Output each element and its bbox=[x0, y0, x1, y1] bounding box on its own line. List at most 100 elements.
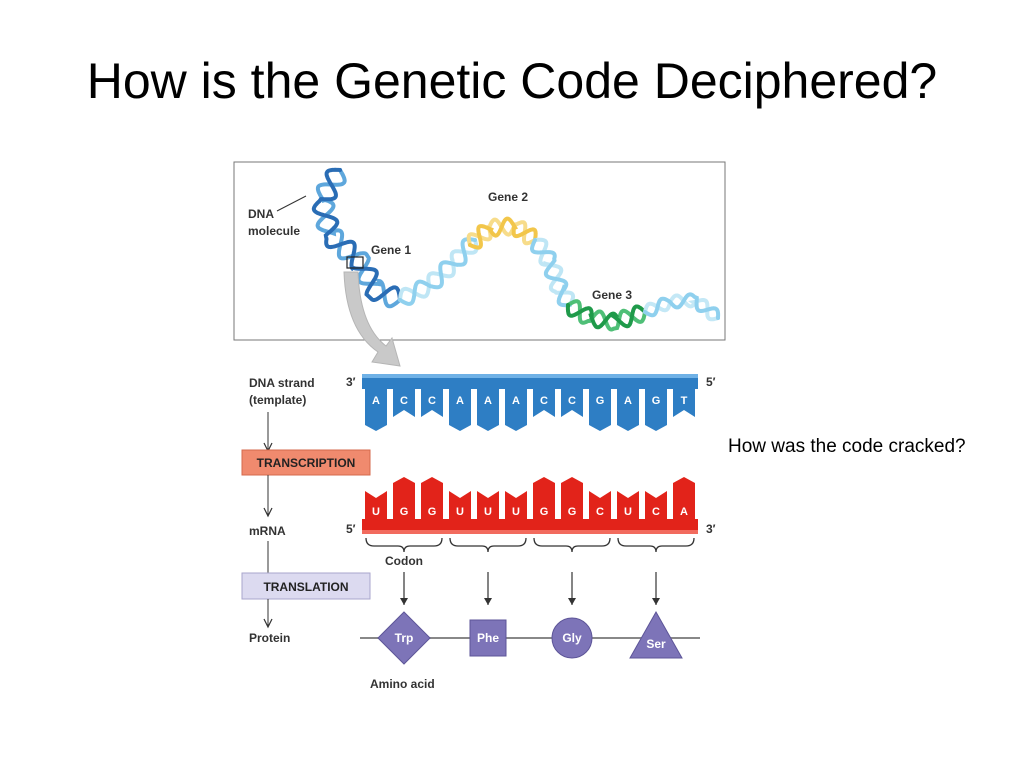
codon-arrow-head-1 bbox=[484, 598, 492, 605]
zoom-arrow bbox=[343, 271, 401, 367]
dna-end-5prime: 5′ bbox=[706, 375, 716, 389]
mrna-base-7 bbox=[561, 477, 583, 519]
codon-braces bbox=[365, 537, 695, 605]
mrna-base-6 bbox=[533, 477, 555, 519]
dna-base-6 bbox=[533, 389, 555, 417]
helix-link-1-strand-a bbox=[398, 237, 477, 306]
mrna-end-3prime: 3′ bbox=[706, 522, 716, 536]
amino-acid-shape-ser bbox=[629, 610, 683, 659]
mrna-base-letter-8: C bbox=[596, 506, 604, 518]
mrna-base-letter-0: U bbox=[372, 506, 380, 518]
dna-base-5 bbox=[505, 389, 527, 431]
codon-arrow-head-0 bbox=[400, 598, 408, 605]
dna-base-letter-4: A bbox=[484, 395, 492, 407]
gene-2-label: Gene 2 bbox=[488, 190, 528, 204]
protein-label: Protein bbox=[249, 631, 290, 645]
mrna-base-letter-3: U bbox=[456, 506, 464, 518]
helix-gene-1-strand-a bbox=[311, 167, 402, 302]
mrna-end-5prime: 5′ bbox=[346, 522, 356, 536]
dna-strand-label-2: (template) bbox=[249, 393, 306, 407]
dna-end-3prime: 3′ bbox=[346, 375, 356, 389]
helix-gene-3-strand-a bbox=[565, 303, 647, 330]
dna-base-letter-5: A bbox=[512, 395, 520, 407]
helix-link-2-strand-b bbox=[533, 237, 576, 307]
mrna-backbone-highlight bbox=[362, 530, 698, 534]
mrna-base-8 bbox=[589, 491, 611, 519]
mrna-base-letter-4: U bbox=[484, 506, 492, 518]
mrna-base-9 bbox=[617, 491, 639, 519]
amino-acid-label-gly: Gly bbox=[562, 631, 582, 645]
translation-box bbox=[241, 572, 371, 600]
mrna-base-11 bbox=[673, 477, 695, 519]
translation-label: TRANSLATION bbox=[263, 580, 348, 594]
mrna-base-letter-7: G bbox=[568, 506, 577, 518]
gene-3-label: Gene 3 bbox=[592, 288, 632, 302]
helix-gene-2-strand-a bbox=[468, 216, 538, 250]
dna-base-letter-7: C bbox=[568, 395, 576, 407]
flow-arrow-2 bbox=[263, 507, 273, 518]
codon-brace-3 bbox=[617, 537, 695, 553]
mrna-base-5 bbox=[505, 491, 527, 519]
transcription-label: TRANSCRIPTION bbox=[257, 456, 356, 470]
mrna-base-letter-2: G bbox=[428, 506, 437, 518]
codon-brace-1 bbox=[449, 537, 527, 553]
dna-base-letter-10: G bbox=[652, 395, 661, 407]
amino-acid-shape-gly bbox=[551, 617, 593, 659]
mrna-base-letter-11: A bbox=[680, 506, 688, 518]
flow-arrow-4 bbox=[263, 618, 273, 629]
mrna-base-letter-1: G bbox=[400, 506, 409, 518]
side-note: How was the code cracked? bbox=[728, 436, 966, 457]
amino-acid-label-phe: Phe bbox=[477, 631, 499, 645]
codon-brace-0 bbox=[365, 537, 443, 553]
dna-molecule-label-2: molecule bbox=[248, 224, 300, 238]
zoom-box bbox=[346, 256, 364, 269]
dna-base-10 bbox=[645, 389, 667, 431]
codon-arrow-head-2 bbox=[568, 598, 576, 605]
amino-acid-label: Amino acid bbox=[370, 677, 435, 691]
amino-acid-label-ser: Ser bbox=[646, 637, 666, 651]
dna-base-4 bbox=[477, 389, 499, 431]
dna-base-letter-2: C bbox=[428, 395, 436, 407]
amino-acid-shape-phe bbox=[469, 619, 507, 657]
dna-base-letter-11: T bbox=[681, 395, 688, 407]
helix-link-2-strand-a bbox=[530, 238, 572, 308]
mrna-base-1 bbox=[393, 477, 415, 519]
gene-1-label: Gene 1 bbox=[371, 243, 411, 257]
dna-backbone-highlight bbox=[362, 374, 698, 378]
mrna-label: mRNA bbox=[249, 524, 286, 538]
mrna-base-3 bbox=[449, 491, 471, 519]
mrna-base-letter-5: U bbox=[512, 506, 520, 518]
slide-title: How is the Genetic Code Deciphered? bbox=[86, 53, 938, 109]
dna-base-2 bbox=[421, 389, 443, 417]
dna-base-letter-1: C bbox=[400, 395, 408, 407]
dna-base-8 bbox=[589, 389, 611, 431]
mrna-base-letter-10: C bbox=[652, 506, 660, 518]
dna-base-letter-3: A bbox=[456, 395, 464, 407]
dna-base-letter-6: C bbox=[540, 395, 548, 407]
mrna-base-2 bbox=[421, 477, 443, 519]
dna-molecule-label-1: DNA bbox=[248, 207, 274, 221]
dna-base-letter-9: A bbox=[624, 395, 632, 407]
dna-base-11 bbox=[673, 389, 695, 417]
mrna-base-letter-9: U bbox=[624, 506, 632, 518]
dna-base-7 bbox=[561, 389, 583, 417]
mrna-base-0 bbox=[365, 491, 387, 519]
codon-brace-2 bbox=[533, 537, 611, 553]
dna-strand-label-1: DNA strand bbox=[249, 376, 315, 390]
dna-base-9 bbox=[617, 389, 639, 431]
helix-tail-strand-a bbox=[643, 292, 721, 320]
dna-base-3 bbox=[449, 389, 471, 431]
amino-acid-shape-trp bbox=[377, 611, 431, 665]
mrna-base-10 bbox=[645, 491, 667, 519]
mrna-base-letter-6: G bbox=[540, 506, 549, 518]
dna-base-letter-8: G bbox=[596, 395, 605, 407]
codon-arrow-head-3 bbox=[652, 598, 660, 605]
dna-molecule-pointer bbox=[276, 195, 307, 212]
dna-base-letter-0: A bbox=[372, 395, 380, 407]
transcription-box bbox=[241, 449, 371, 476]
mrna-base-4 bbox=[477, 491, 499, 519]
